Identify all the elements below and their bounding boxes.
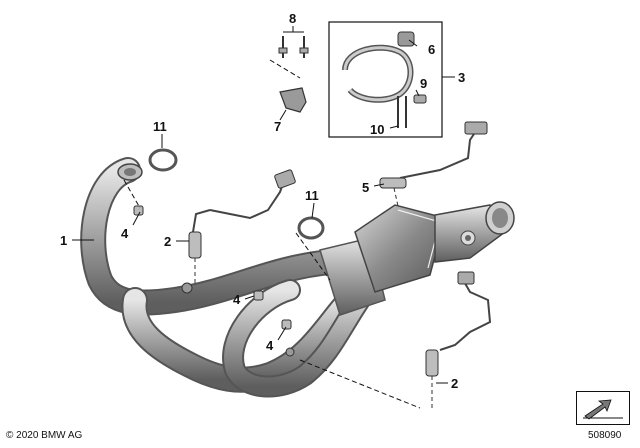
nut-icon: [133, 205, 144, 216]
callout-9: 9: [420, 76, 427, 91]
oxygen-sensor-cat: [379, 121, 488, 207]
callout-2: 2: [451, 376, 458, 391]
oxygen-sensor-upper: [188, 169, 296, 284]
callout-labels: 1 2 2 3 4 4 4 5 6 7 8 9 10 11 11: [60, 11, 465, 391]
bracket-assembly: [278, 36, 309, 113]
gasket-icon: [148, 148, 178, 172]
callout-5: 5: [362, 180, 369, 195]
copyright-text: © 2020 BMW AG: [6, 430, 83, 441]
catalytic-converter: [354, 201, 515, 293]
callout-11: 11: [305, 188, 319, 203]
pipe-clamp: [342, 31, 427, 128]
callout-1: 1: [60, 233, 67, 248]
clamp-kit-box: [328, 21, 443, 138]
gasket-icon: [297, 216, 325, 240]
nut-icon: [281, 319, 292, 330]
leader-lines: [72, 26, 455, 409]
callout-2: 2: [164, 234, 171, 249]
oxygen-sensor-lower: [425, 271, 492, 408]
callout-11: 11: [153, 119, 167, 134]
callout-3: 3: [458, 70, 465, 85]
callout-4: 4: [266, 338, 274, 353]
nut-icon: [253, 290, 264, 301]
diagram-reference-number: 508090: [588, 430, 622, 441]
callout-8: 8: [289, 11, 296, 26]
arrow-icon: [583, 399, 623, 420]
exhaust-manifold: [80, 157, 386, 398]
callout-7: 7: [274, 119, 281, 134]
callout-4: 4: [121, 226, 129, 241]
orientation-badge: [576, 391, 630, 425]
callout-10: 10: [370, 122, 384, 137]
callout-4: 4: [233, 292, 241, 307]
callout-6: 6: [428, 42, 435, 57]
